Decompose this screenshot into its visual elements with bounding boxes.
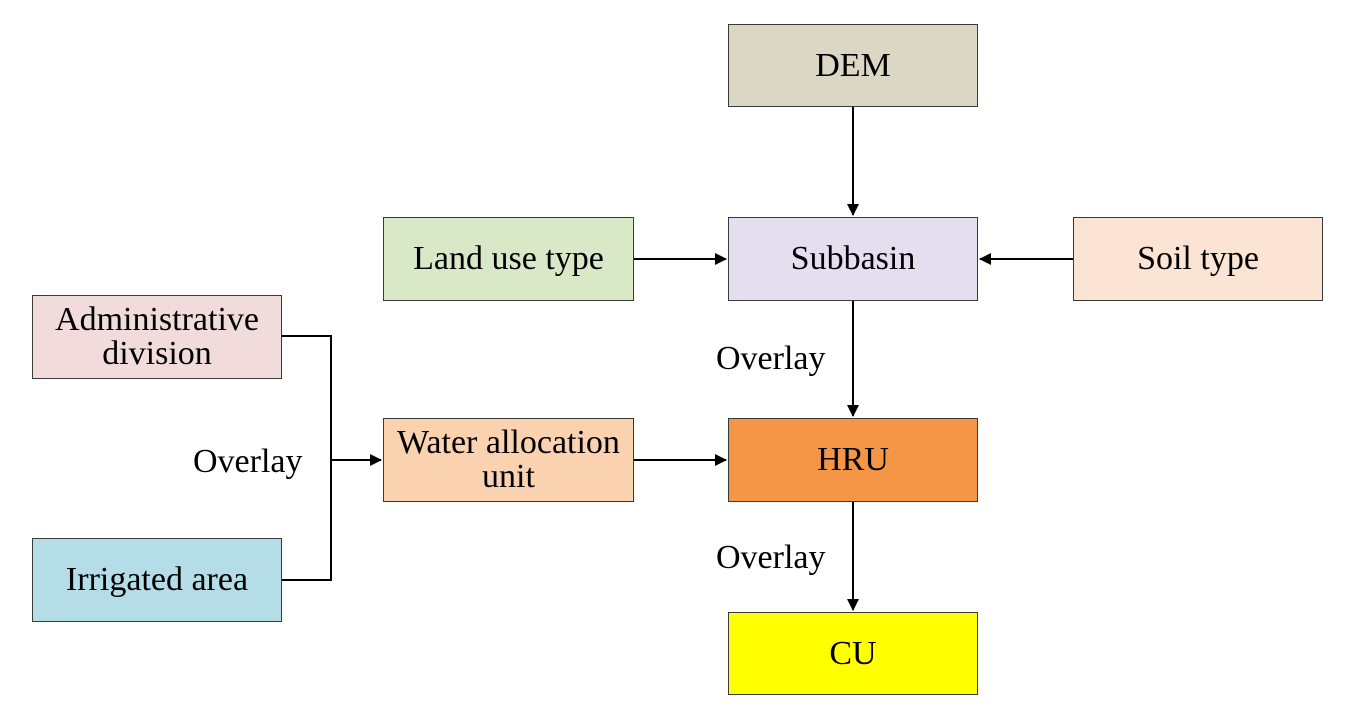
cu-label: CU — [829, 634, 877, 672]
administrative-division-label: Administrative division — [55, 301, 259, 372]
administrative-division-node: Administrative division — [32, 295, 282, 379]
overlay-label-water-allocation: Overlay — [193, 443, 303, 480]
cu-node: CU — [728, 612, 978, 695]
dem-node: DEM — [728, 24, 978, 107]
subbasin-label: Subbasin — [790, 240, 916, 277]
overlay-label-hru-cu: Overlay — [716, 539, 826, 576]
water-allocation-unit-label: Water allocation unit — [397, 424, 620, 495]
water-allocation-unit-node: Water allocation unit — [383, 418, 634, 502]
irrigated-area-node: Irrigated area — [32, 538, 282, 622]
hru-node: HRU — [728, 418, 978, 502]
overlay-label-subbasin-hru: Overlay — [716, 340, 826, 377]
line-admin-to-merge — [282, 335, 332, 581]
soil-type-label: Soil type — [1137, 240, 1259, 277]
soil-type-node: Soil type — [1073, 217, 1323, 301]
subbasin-node: Subbasin — [728, 217, 978, 301]
land-use-type-node: Land use type — [383, 217, 634, 301]
land-use-type-label: Land use type — [413, 240, 604, 277]
hru-label: HRU — [817, 441, 889, 478]
dem-label: DEM — [815, 46, 891, 84]
irrigated-area-label: Irrigated area — [65, 561, 249, 598]
